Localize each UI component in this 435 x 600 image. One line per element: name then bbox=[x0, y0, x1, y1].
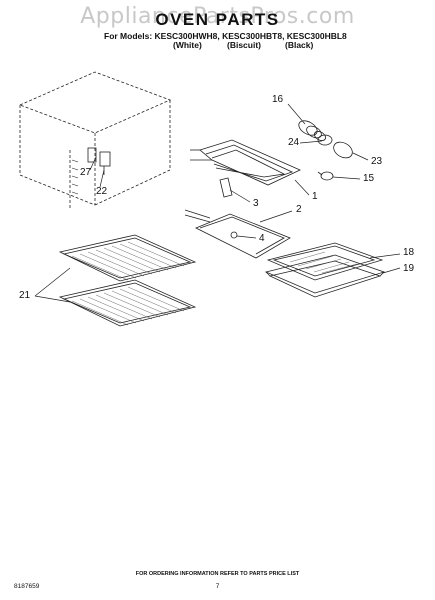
broil-element bbox=[190, 139, 301, 198]
light-bulb bbox=[317, 171, 334, 181]
bake-element-screw bbox=[230, 231, 238, 239]
rack-wires bbox=[71, 241, 185, 326]
leader-lines bbox=[34, 103, 401, 303]
oven-cavity-front-slots bbox=[71, 159, 79, 195]
oven-cavity bbox=[18, 71, 172, 210]
page-title: OVEN PARTS bbox=[155, 10, 280, 29]
callout-19: 19 bbox=[403, 263, 415, 274]
callout-16: 16 bbox=[272, 94, 284, 105]
callout-3: 3 bbox=[253, 198, 259, 209]
variant-white: (White) bbox=[173, 40, 202, 50]
broil-pan-slots bbox=[289, 251, 358, 274]
callout-15: 15 bbox=[363, 173, 375, 184]
callout-27: 27 bbox=[80, 167, 92, 178]
rack-support-bracket bbox=[87, 147, 111, 175]
callout-4: 4 bbox=[259, 233, 265, 244]
callout-1: 1 bbox=[312, 191, 318, 202]
callout-2: 2 bbox=[296, 204, 302, 215]
document-number: 8187659 bbox=[14, 583, 40, 590]
variant-biscuit: (Biscuit) bbox=[227, 40, 261, 50]
callout-24: 24 bbox=[288, 137, 300, 148]
broil-pan-insert bbox=[266, 242, 384, 281]
light-socket bbox=[298, 120, 326, 141]
callout-21: 21 bbox=[19, 290, 31, 301]
callout-23: 23 bbox=[371, 156, 383, 167]
light-gasket bbox=[317, 134, 333, 146]
callout-22: 22 bbox=[96, 186, 108, 197]
variant-black: (Black) bbox=[285, 40, 314, 50]
watermark: AppliancePartsPros.com bbox=[80, 4, 355, 29]
page-number: 7 bbox=[215, 583, 220, 590]
models-line: For Models: KESC300HWH8, KESC300HBT8, KE… bbox=[104, 31, 347, 41]
bake-element bbox=[184, 209, 291, 259]
broil-pan bbox=[264, 254, 386, 298]
light-lens bbox=[333, 141, 353, 159]
oven-rack-upper bbox=[58, 234, 197, 282]
callout-18: 18 bbox=[403, 247, 415, 258]
oven-rack-lower bbox=[58, 279, 197, 327]
ordering-note: FOR ORDERING INFORMATION REFER TO PARTS … bbox=[135, 571, 300, 577]
